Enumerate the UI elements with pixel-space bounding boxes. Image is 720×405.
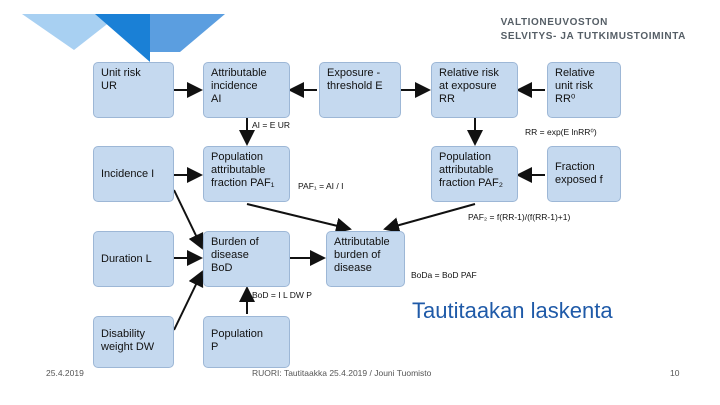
- arrow-dw-bod: [173, 270, 204, 331]
- arrow-i-bod: [173, 189, 204, 250]
- footer-center-text: RUORI: Tautitaakka 25.4.2019 / Jouni Tuo…: [252, 368, 432, 378]
- box-duration: Duration L: [93, 231, 174, 287]
- slide-title: Tautitaakan laskenta: [412, 298, 613, 323]
- box-attributable-incidence: Attributable incidence AI: [203, 62, 290, 118]
- formula-bod: BoD = I L DW P: [252, 290, 312, 300]
- org-line-1: VALTIONEUVOSTON: [500, 17, 608, 28]
- formula-paf2: PAF₂ = f(RR-1)/(f(RR-1)+1): [468, 212, 571, 222]
- box-burden-of-disease: Burden of disease BoD: [203, 231, 290, 287]
- formula-paf1: PAF₁ = AI / I: [298, 181, 344, 191]
- org-line-2: SELVITYS- JA TUTKIMUSTOIMINTA: [500, 31, 686, 42]
- box-paf2: Population attributable fraction PAF₂: [431, 146, 518, 202]
- formula-ai: AI = E UR: [252, 120, 291, 130]
- arrow-paf1-boda: [246, 203, 352, 234]
- box-relative-unit-risk: Relative unit risk RR⁰: [547, 62, 621, 118]
- footer-date: 25.4.2019: [46, 368, 84, 378]
- arrow-paf2-boda: [383, 203, 476, 233]
- box-fraction-exposed: Fraction exposed f: [547, 146, 621, 202]
- box-population: Population P: [203, 316, 290, 368]
- box-disability-weight: Disability weight DW: [93, 316, 174, 368]
- corner-logo-shapes: [22, 14, 225, 62]
- box-attributable-burden: Attributable burden of disease: [326, 231, 405, 287]
- page-number: 10: [670, 368, 680, 378]
- box-incidence: Incidence I: [93, 146, 174, 202]
- box-paf1: Population attributable fraction PAF₁: [203, 146, 290, 202]
- organization-logo-text: VALTIONEUVOSTON SELVITYS- JA TUTKIMUSTOI…: [501, 16, 686, 44]
- box-exposure-threshold: Exposure - threshold E: [319, 62, 401, 118]
- box-unit-risk: Unit risk UR: [93, 62, 174, 118]
- formula-rr: RR = exp(E lnRR⁰): [525, 127, 597, 137]
- box-relative-risk-exposure: Relative risk at exposure RR: [431, 62, 518, 118]
- formula-boda: BoDa = BoD PAF: [411, 270, 477, 280]
